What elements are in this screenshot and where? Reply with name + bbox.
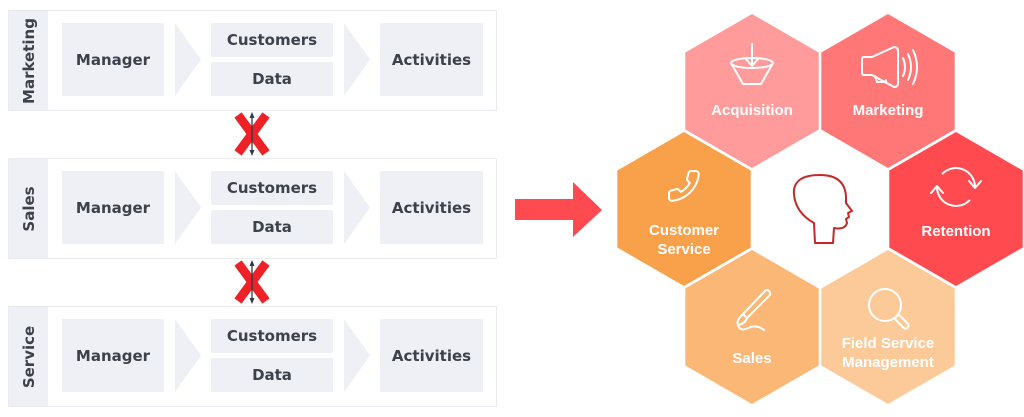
data-box: Data [211, 210, 333, 244]
magnifier-icon [868, 288, 910, 330]
swimlane-sales: Sales Manager Customers Data Activities [8, 158, 497, 259]
double-arrow-icon [249, 260, 255, 304]
arrow-right-icon [515, 182, 602, 237]
hex-label: Sales [732, 350, 771, 367]
swimlane-service: Service Manager Customers Data Activitie… [8, 306, 497, 407]
megaphone-icon [861, 46, 918, 88]
pen-icon [736, 289, 772, 331]
hex-acquisition: Acquisition [685, 14, 819, 168]
hex-center-customer [792, 174, 853, 244]
manager-box: Manager [62, 23, 164, 96]
swimlane-label: Sales [9, 159, 48, 258]
hex-field-service-management: Field Service Management [821, 250, 955, 404]
hex-label: Retention [921, 223, 990, 240]
chevron-right-icon [344, 319, 370, 392]
hex-retention: Retention [889, 132, 1023, 286]
swimlane-label: Marketing [9, 11, 48, 110]
phone-icon [669, 171, 699, 201]
activities-box: Activities [380, 171, 483, 244]
swimlane-marketing: Marketing Manager Customers Data Activit… [8, 10, 497, 111]
activities-box: Activities [380, 319, 483, 392]
hex-sales: Sales [685, 250, 819, 404]
data-box: Data [211, 62, 333, 96]
hex-marketing: Marketing [821, 14, 955, 168]
manager-box: Manager [62, 171, 164, 244]
chevron-right-icon [344, 23, 370, 96]
funnel-icon [730, 43, 774, 85]
activities-box: Activities [380, 23, 483, 96]
chevron-right-icon [175, 171, 201, 244]
hex-label-line-2: Service [657, 241, 710, 258]
hex-label-line-2: Management [842, 354, 934, 371]
chevron-right-icon [344, 171, 370, 244]
manager-box: Manager [62, 319, 164, 392]
refresh-cycle-icon [930, 167, 982, 207]
swimlane-label: Service [9, 307, 48, 406]
data-box: Data [211, 358, 333, 392]
chevron-right-icon [175, 23, 201, 96]
customers-box: Customers [211, 23, 333, 57]
customers-box: Customers [211, 171, 333, 205]
customers-box: Customers [211, 319, 333, 353]
hex-label-line-1: Field Service [842, 335, 935, 352]
hex-label-line-1: Customer [649, 222, 719, 239]
head-profile-icon [792, 174, 853, 244]
swimlane-label-text: Service [19, 325, 38, 388]
swimlane-label-text: Sales [19, 185, 38, 232]
double-arrow-icon [249, 112, 255, 156]
swimlane-label-text: Marketing [19, 17, 38, 104]
hex-customer-service: Customer Service [617, 132, 751, 286]
blocked-x-icon [234, 260, 270, 304]
blocked-x-icon [234, 112, 270, 156]
hex-label: Acquisition [711, 102, 793, 119]
hex-label: Marketing [853, 102, 924, 119]
chevron-right-icon [175, 319, 201, 392]
